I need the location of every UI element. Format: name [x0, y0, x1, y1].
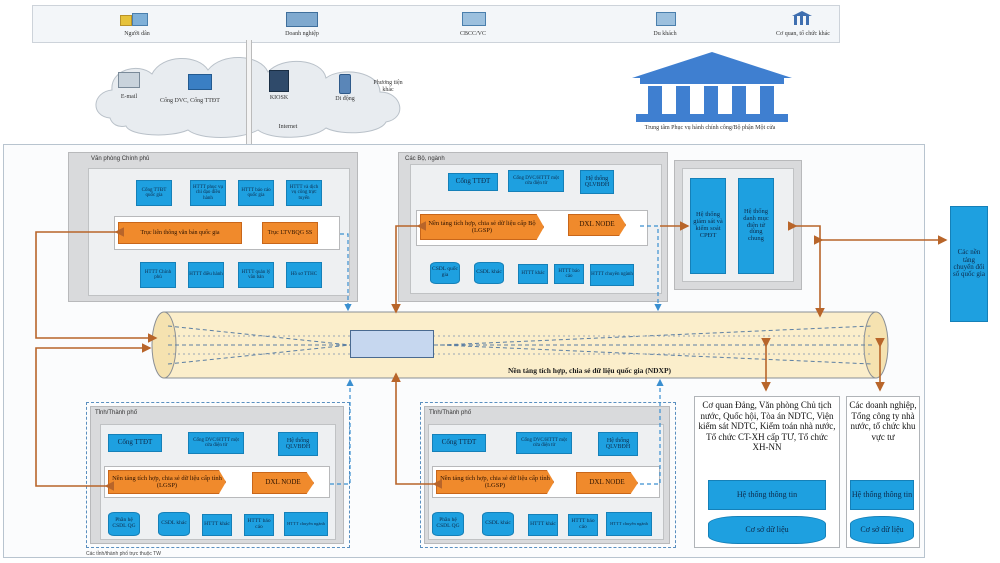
institution-icon [792, 11, 812, 27]
province-left-top-box: Cổng TTĐT [108, 434, 162, 452]
kiosk-label: KIOSK [269, 95, 289, 101]
province-left-top-box: Hệ thống QLVBĐH [278, 432, 318, 456]
province-left-bottom-box: HTTT báo cáo [244, 514, 274, 536]
province-right-title: Tỉnh/Thành phố [429, 410, 472, 416]
user-tourist: Du khách [640, 10, 690, 40]
gov-office-bottom-box: HTTT Chính phủ [140, 262, 176, 288]
province-left-node: DXL NODE [252, 472, 314, 494]
building-icon [286, 12, 318, 27]
gov-office-top-box: HTTT phục vụ chỉ đạo điều hành [190, 180, 226, 206]
province-right-bottom-box: HTTT báo cáo [568, 514, 598, 536]
user-business: Doanh nghiệp [272, 10, 332, 40]
province-right-lgsp: Nền tảng tích hợp, chia sẻ dữ liệu cấp t… [436, 470, 554, 494]
ministry-bottom-box: HTTT báo cáo [554, 264, 584, 284]
gov-office-top-box: HTTT báo cáo quốc gia [238, 180, 274, 206]
agencies-system: Hệ thống thông tin [708, 480, 826, 510]
province-right-top-box: Cổng TTĐT [432, 434, 486, 452]
mobile-label: Di động [335, 96, 355, 102]
agencies-db: Cơ sở dữ liệu [708, 516, 826, 544]
email-icon [118, 72, 140, 88]
gov-office-bottom-box: HTTT quản lý văn bản [238, 262, 274, 288]
province-left-bottom-box: HTTT khác [202, 514, 232, 536]
other-methods-label: Phương tiện khác [373, 80, 403, 93]
catalog-system-box: Hệ thống danh mục điện tử dùng chung [738, 178, 774, 274]
agencies-text: Cơ quan Đảng, Văn phòng Chủ tịch nước, Q… [698, 400, 836, 453]
province-left-bottom-box: Phần hệ CSDL QG [108, 512, 140, 536]
user-citizen: Người dân [112, 10, 162, 40]
gov-office-top-box: HTTT và dịch vụ công trực tuyến [286, 180, 322, 206]
province-right-bottom-box: HTTT khác [528, 514, 558, 536]
monitor-icon [188, 74, 212, 90]
user-label: CBCC/VC [459, 31, 486, 37]
ministry-node: DXL NODE [568, 214, 626, 236]
kiosk-item: KIOSK [264, 68, 294, 108]
ministry-bottom-box: CSDL khác [474, 262, 504, 284]
gov-office-axis-left: Trục liên thông văn bản quốc gia [118, 222, 242, 244]
portal-label: Cổng DVC, Cổng TTĐT [160, 98, 220, 104]
enterprises-system: Hệ thống thông tin [850, 480, 914, 510]
gov-office-title: Văn phòng Chính phủ [91, 156, 150, 162]
user-label: Doanh nghiệp [285, 31, 319, 37]
email-label: E-mail [120, 94, 138, 100]
gov-office-bottom-box: Hồ sơ TTHC [286, 262, 322, 288]
user-label: Người dân [124, 31, 150, 37]
province-left-title: Tỉnh/Thành phố [95, 410, 138, 416]
province-left-top-box: Cổng DVC/HTTT một cửa điện tử [188, 432, 244, 454]
user-label: Cơ quan, tổ chức khác [776, 31, 830, 37]
citizen-icon [120, 12, 148, 26]
province-right-bottom-box: CSDL khác [482, 512, 514, 536]
ministry-bottom-box: HTTT khác [518, 264, 548, 284]
internet-label: Internet [278, 124, 298, 130]
enterprises-text: Các doanh nghiệp, Tổng công ty nhà nước,… [849, 400, 917, 442]
ministry-top-box: Cổng DVC/HTTT một cửa điện tử [508, 170, 564, 192]
user-label: Du khách [653, 31, 677, 37]
ndxp-center-box [350, 330, 434, 358]
portal-item: Cổng DVC, Cổng TTĐT [160, 72, 230, 112]
gov-office-bottom-box: HTTT điều hành [188, 262, 224, 288]
ndxp-pipe [151, 311, 889, 379]
gov-office-top-box: Cổng TTĐT quốc gia [136, 180, 172, 206]
province-right-bottom-box: HTTT chuyên ngành [606, 512, 652, 536]
province-left-bottom-box: CSDL khác [158, 512, 190, 536]
gov-office-axis-right: Trục LTVBQG SS [262, 222, 318, 244]
internet-arrow [246, 40, 252, 144]
ndxp-label: Nền tảng tích hợp, chia sẻ dữ liệu quốc … [508, 366, 672, 375]
staff-icon [462, 12, 486, 26]
province-left-lgsp: Nền tảng tích hợp, chia sẻ dữ liệu cấp t… [108, 470, 226, 494]
footnote: Các tỉnh/thành phố trực thuộc TW [86, 551, 161, 557]
service-center-label: Trung tâm Phục vụ hành chính công/Bộ phậ… [644, 125, 776, 131]
province-right-node: DXL NODE [576, 472, 638, 494]
enterprises-db: Cơ sở dữ liệu [850, 516, 914, 544]
monitoring-system-box: Hệ thống giám sát và kiểm soát CPĐT [690, 178, 726, 274]
kiosk-icon [269, 70, 289, 92]
user-strip [32, 5, 840, 43]
province-right-top-box: Hệ thống QLVBĐH [598, 432, 638, 456]
user-organization: Cơ quan, tổ chức khác [768, 10, 838, 40]
ministry-bottom-box: HTTT chuyên ngành [590, 264, 634, 286]
province-right-bottom-box: Phần hệ CSDL QG [432, 512, 464, 536]
service-center-icon [632, 52, 792, 122]
ministry-lgsp: Nền tảng tích hợp, chia sẻ dữ liệu cấp B… [420, 214, 544, 240]
province-right-top-box: Cổng DVC/HTTT một cửa điện tử [516, 432, 572, 454]
email-item: E-mail [112, 70, 146, 110]
province-left-bottom-box: HTTT chuyên ngành [284, 512, 328, 536]
ministry-bottom-box: CSDL quốc gia [430, 262, 460, 284]
ministry-title: Các Bộ, ngành [405, 156, 445, 162]
ministry-top-box: Hệ thống QLVBĐH [580, 170, 614, 194]
mobile-icon [339, 74, 351, 94]
national-platforms-box: Các nền tảng chuyển đổi số quốc gia [950, 206, 988, 322]
tourist-icon [656, 12, 676, 26]
user-staff: CBCC/VC [448, 10, 498, 40]
ministry-top-box: Cổng TTĐT [448, 173, 498, 191]
mobile-item: Di động [330, 72, 360, 112]
